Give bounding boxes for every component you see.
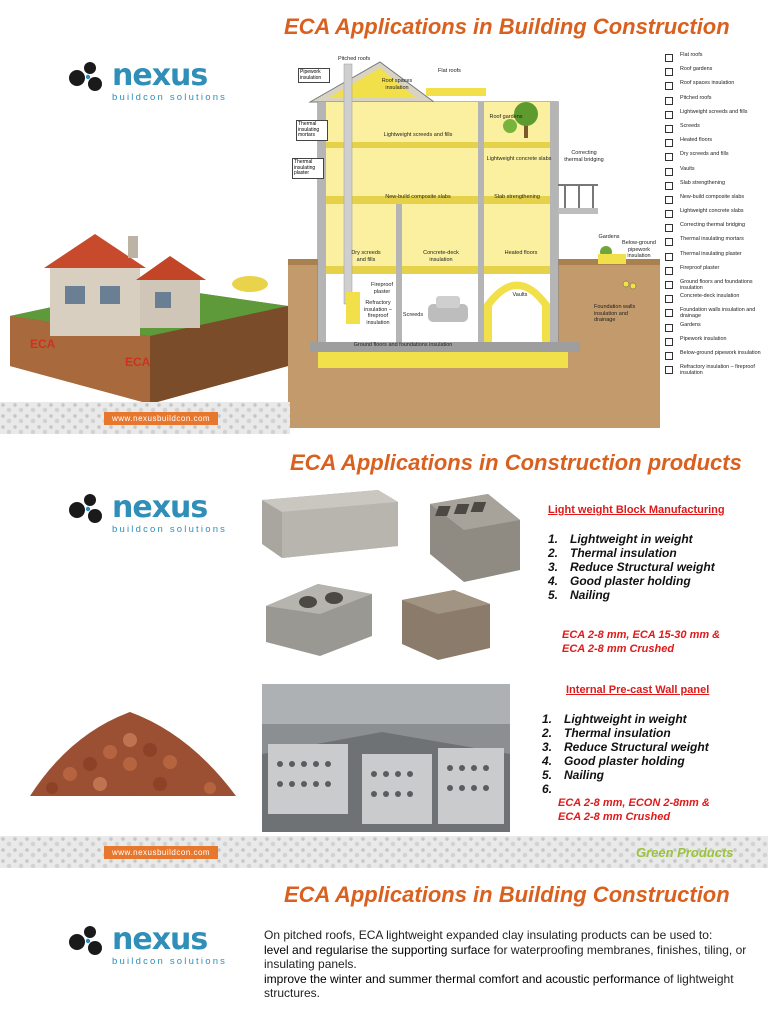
- clay-pellets-photo: [30, 712, 236, 796]
- block-heading: Light weight Block Manufacturing: [548, 504, 725, 516]
- benefit-1: level and regularise the supporting surf…: [264, 942, 747, 972]
- legend-item: Ground floors and foundations insulation: [665, 279, 765, 293]
- eca-label-2: ECA: [125, 355, 151, 369]
- logo-tagline: buildcon solutions: [112, 524, 228, 535]
- label-pipework: Pipework insulation: [298, 68, 330, 83]
- logo-dots-icon: [69, 62, 102, 91]
- legend-item: Foundation walls insulation and drainage: [665, 307, 765, 321]
- logo-wordmark: nexus: [112, 58, 208, 93]
- list-item: 3.Reduce Structural weight: [548, 560, 715, 574]
- legend-item: Concrete-deck insulation: [665, 293, 765, 307]
- applications-legend: Flat roofs Roof gardens Roof spaces insu…: [665, 52, 765, 378]
- label-pitched-roofs: Pitched roofs: [338, 56, 371, 62]
- legend-item: Heated floors: [665, 137, 765, 151]
- list-item: 5.Nailing: [548, 588, 611, 602]
- logo-dots-icon: [69, 926, 102, 955]
- legend-item: Roof gardens: [665, 66, 765, 80]
- label-thermal-mortars: Thermal insulating mortars: [296, 120, 328, 141]
- label-gardens: Gardens: [598, 234, 620, 240]
- legend-item: Slab strengthening: [665, 180, 765, 194]
- eca-label-1: ECA: [30, 337, 56, 351]
- logo-tagline: buildcon solutions: [112, 956, 228, 967]
- list-item: 1.Lightweight in weight: [542, 712, 687, 726]
- website-link[interactable]: www.nexusbuildcon.com: [104, 846, 219, 859]
- logo-tagline: buildcon solutions: [112, 92, 228, 103]
- lightweight-blocks-photo: [262, 490, 520, 660]
- nexus-logo: nexus buildcon solutions: [68, 490, 225, 542]
- precast-panels-photo: [262, 684, 510, 832]
- green-products-tag: Green Products: [636, 845, 734, 860]
- list-item: 4.Good plaster holding: [542, 754, 685, 768]
- legend-item: Lightweight screeds and fills: [665, 109, 765, 123]
- legend-item: Thermal insulating plaster: [665, 251, 765, 265]
- label-concrete-deck: Concrete-deck insulation: [423, 250, 459, 263]
- legend-item: Thermal insulating mortars: [665, 236, 765, 250]
- label-foundation-walls: Foundation walls insulation and drainage: [594, 304, 636, 323]
- slide-construction-products: ECA Applications in Construction product…: [0, 436, 768, 868]
- panel-spec: ECA 2-8 mm, ECON 2-8mm & ECA 2-8 mm Crus…: [558, 797, 710, 823]
- legend-item: New-build composite slabs: [665, 194, 765, 208]
- legend-item: Below-ground pipework insulation: [665, 350, 765, 364]
- legend-item: Refractory insulation – fireproof insula…: [665, 364, 765, 378]
- legend-item: Vaults: [665, 166, 765, 180]
- label-slab-strengthening: Slab strengthening: [494, 194, 540, 200]
- legend-item: Dry screeds and fills: [665, 151, 765, 165]
- house-cutaway-illustration: ECA ECA: [10, 234, 288, 404]
- label-refractory: Refractory insulation – fireproof insula…: [364, 300, 392, 326]
- panel-benefits-list: 1.Lightweight in weight 2.Thermal insula…: [542, 712, 709, 796]
- label-roof-gardens: Roof gardens: [489, 114, 523, 120]
- panel-heading: Internal Pre-cast Wall panel: [566, 684, 710, 696]
- logo-wordmark: nexus: [112, 490, 208, 525]
- website-link[interactable]: www.nexusbuildcon.com: [104, 412, 219, 425]
- legend-item: Pitched roofs: [665, 95, 765, 109]
- legend-item: Lightweight concrete slabs: [665, 208, 765, 222]
- logo-wordmark: nexus: [112, 922, 208, 957]
- label-lw-concrete-slabs: Lightweight concrete slabs: [486, 156, 552, 162]
- block-spec: ECA 2-8 mm, ECA 15-30 mm & ECA 2-8 mm Cr…: [562, 629, 721, 655]
- label-lw-screeds: Lightweight screeds and fills: [383, 132, 453, 138]
- list-item: 1.Lightweight in weight: [548, 532, 693, 546]
- slide-title: ECA Applications in Building Constructio…: [284, 882, 730, 907]
- label-dry-screeds: Dry screeds and fills: [351, 250, 381, 263]
- slide-title: ECA Applications in Building Constructio…: [284, 14, 730, 39]
- benefit-2: improve the winter and summer thermal co…: [264, 971, 734, 1001]
- nexus-logo: nexus buildcon solutions: [68, 58, 225, 110]
- legend-item: Screeds: [665, 123, 765, 137]
- legend-item: Correcting thermal bridging: [665, 222, 765, 236]
- pitched-roofs-body: On pitched roofs, ECA lightweight expand…: [264, 928, 764, 1001]
- legend-item: Gardens: [665, 322, 765, 336]
- legend-item: Pipework insulation: [665, 336, 765, 350]
- block-benefits-list: 1.Lightweight in weight 2.Thermal insula…: [548, 532, 715, 602]
- list-item: 2.Thermal insulation: [548, 546, 677, 560]
- list-item: 5.Nailing: [542, 768, 605, 782]
- legend-item: Roof spaces insulation: [665, 80, 765, 94]
- list-item: 2.Thermal insulation: [542, 726, 671, 740]
- cross-section-diagram: Pitched roofs Flat roofs Roof spaces ins…: [288, 54, 660, 428]
- label-fireproof-plaster: Fireproof plaster: [370, 282, 393, 295]
- nexus-logo: nexus buildcon solutions: [68, 922, 225, 974]
- slide-pitched-roofs: ECA Applications in Building Constructio…: [0, 868, 768, 1024]
- label-ground-floors: Ground floors and foundations insulation: [353, 342, 453, 348]
- label-screeds: Screeds: [402, 312, 424, 318]
- label-vaults: Vaults: [512, 292, 528, 298]
- label-flat-roofs: Flat roofs: [438, 68, 461, 74]
- label-heated-floors: Heated floors: [504, 250, 538, 256]
- label-below-ground: Below-ground pipework insulation: [622, 240, 656, 259]
- legend-item: Fireproof plaster: [665, 265, 765, 279]
- label-correcting-bridging: Correcting thermal bridging: [564, 150, 604, 163]
- slide-footer: [0, 402, 290, 434]
- label-composite-slabs: New-build composite slabs: [385, 194, 451, 200]
- logo-dots-icon: [69, 494, 102, 523]
- list-item: 6.: [542, 782, 553, 796]
- label-roof-spaces: Roof spaces insulation: [381, 78, 413, 91]
- slide-title: ECA Applications in Construction product…: [290, 450, 742, 475]
- list-item: 3.Reduce Structural weight: [542, 740, 709, 754]
- intro-text: On pitched roofs, ECA lightweight expand…: [264, 928, 713, 942]
- label-thermal-plaster: Thermal insulating plaster: [292, 158, 324, 179]
- list-item: 4.Good plaster holding: [548, 574, 691, 588]
- legend-item: Flat roofs: [665, 52, 765, 66]
- slide-building-construction: ECA Applications in Building Constructio…: [0, 0, 768, 434]
